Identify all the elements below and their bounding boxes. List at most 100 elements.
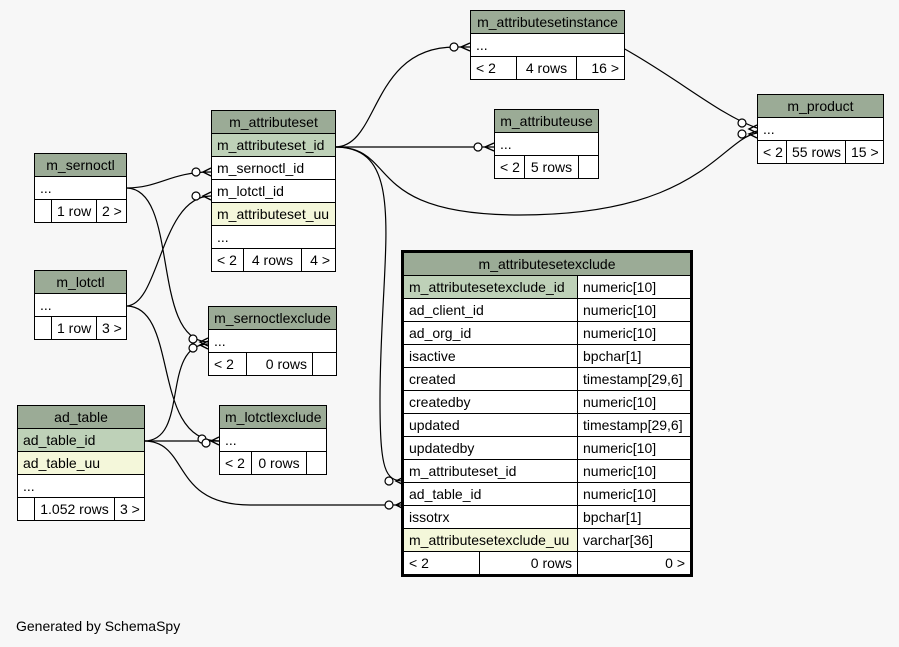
- edge-lotctl-attributeset: [125, 195, 212, 307]
- table-m-attributesetexclude[interactable]: m_attributesetexclude m_attributesetexcl…: [400, 250, 694, 577]
- table-title[interactable]: m_sernoctlexclude: [208, 306, 337, 330]
- edge-sernoctl-sernoctlexclude: [125, 187, 209, 343]
- column-name[interactable]: updatedby: [403, 436, 578, 460]
- parents-count[interactable]: < 2: [208, 352, 247, 376]
- column-name[interactable]: m_attributesetexclude_uu: [403, 528, 578, 552]
- row-count: 0 rows: [251, 451, 307, 475]
- row-count: 4 rows: [516, 56, 577, 80]
- children-count: [312, 352, 337, 376]
- edge-attributesetinstance-product: [622, 47, 758, 129]
- column-name[interactable]: created: [403, 367, 578, 391]
- row-count: 1 row: [51, 199, 97, 223]
- column-name[interactable]: ad_client_id: [403, 298, 578, 322]
- children-count[interactable]: 2 >: [95, 199, 128, 223]
- row-count: 1.052 rows: [34, 497, 115, 521]
- children-count[interactable]: 16 >: [575, 56, 626, 80]
- table-title[interactable]: m_attributesetinstance: [469, 10, 626, 34]
- table-m-attributeset[interactable]: m_attributeset m_attributeset_id m_serno…: [210, 110, 337, 272]
- column-type: numeric[10]: [576, 459, 692, 483]
- parents-count[interactable]: < 2: [211, 248, 244, 272]
- table-m-lotctl[interactable]: m_lotctl ... 1 row 3 >: [33, 270, 128, 340]
- more-columns: ...: [218, 428, 328, 452]
- table-title[interactable]: m_attributeset: [210, 110, 337, 134]
- column-type: numeric[10]: [576, 321, 692, 345]
- column-type: bpchar[1]: [576, 505, 692, 529]
- parents-count: [34, 316, 52, 340]
- parents-count[interactable]: < 2: [470, 56, 517, 80]
- more-columns: ...: [210, 225, 337, 249]
- column-name[interactable]: ad_org_id: [403, 321, 578, 345]
- edge-lotctl-lotctlexclude: [125, 305, 220, 442]
- parents-count: [34, 199, 52, 223]
- column-m-sernoctl-id[interactable]: m_sernoctl_id: [210, 156, 337, 180]
- row-count: 4 rows: [243, 248, 302, 272]
- parents-count: [17, 497, 35, 521]
- column-name[interactable]: issotrx: [403, 505, 578, 529]
- parents-count[interactable]: < 2: [403, 551, 480, 575]
- table-m-sernoctl[interactable]: m_sernoctl ... 1 row 2 >: [33, 153, 128, 223]
- column-m-lotctl-id[interactable]: m_lotctl_id: [210, 179, 337, 203]
- table-m-lotctlexclude[interactable]: m_lotctlexclude ... < 2 0 rows: [218, 405, 328, 475]
- more-columns: ...: [33, 293, 128, 317]
- column-type: numeric[10]: [576, 298, 692, 322]
- row-count: 1 row: [51, 316, 97, 340]
- more-columns: ...: [16, 474, 146, 498]
- children-count: [577, 155, 600, 179]
- more-columns: ...: [493, 132, 600, 156]
- table-m-sernoctlexclude[interactable]: m_sernoctlexclude ... < 2 0 rows: [208, 306, 337, 376]
- edge-attributeset-product: [334, 132, 758, 216]
- column-name[interactable]: updated: [403, 413, 578, 437]
- parents-count[interactable]: < 2: [757, 140, 787, 164]
- table-title[interactable]: m_attributesetexclude: [402, 252, 692, 276]
- column-type: numeric[10]: [576, 390, 692, 414]
- children-count: [305, 451, 328, 475]
- edge-attributeset-attributesetinstance: [334, 46, 470, 148]
- table-m-attributeuse[interactable]: m_attributeuse ... < 2 5 rows: [493, 109, 600, 179]
- more-columns: ...: [757, 117, 884, 141]
- row-count: 55 rows: [786, 140, 846, 164]
- column-ad-table-uu[interactable]: ad_table_uu: [16, 451, 146, 475]
- column-name[interactable]: m_attributesetexclude_id: [403, 275, 578, 299]
- more-columns: ...: [33, 176, 128, 200]
- column-type: timestamp[29,6]: [576, 413, 692, 437]
- edge-adtable-attributesetexclude: [143, 440, 404, 506]
- column-m-attributeset-uu[interactable]: m_attributeset_uu: [210, 202, 337, 226]
- footer-credit: Generated by SchemaSpy: [16, 618, 181, 634]
- column-type: varchar[36]: [576, 528, 692, 552]
- table-m-product[interactable]: m_product ... < 2 55 rows 15 >: [757, 94, 884, 164]
- table-title[interactable]: m_product: [757, 94, 884, 118]
- table-title[interactable]: m_lotctlexclude: [218, 405, 328, 429]
- row-count: 0 rows: [246, 352, 313, 376]
- edge-attributeset-attributesetexclude: [334, 146, 405, 482]
- column-name[interactable]: createdby: [403, 390, 578, 414]
- table-title[interactable]: m_lotctl: [33, 270, 128, 294]
- children-count[interactable]: 15 >: [845, 140, 884, 164]
- table-title[interactable]: m_sernoctl: [33, 153, 128, 177]
- column-type: numeric[10]: [576, 482, 692, 506]
- column-name[interactable]: ad_table_id: [403, 482, 578, 506]
- column-m-attributeset-id[interactable]: m_attributeset_id: [210, 133, 337, 157]
- table-title[interactable]: ad_table: [16, 405, 146, 429]
- children-count[interactable]: 3 >: [95, 316, 128, 340]
- column-type: numeric[10]: [576, 275, 692, 299]
- children-count[interactable]: 0 >: [576, 551, 692, 575]
- children-count[interactable]: 3 >: [113, 497, 146, 521]
- more-columns: ...: [208, 329, 337, 353]
- column-name[interactable]: isactive: [403, 344, 578, 368]
- table-ad-table[interactable]: ad_table ad_table_id ad_table_uu ... 1.0…: [16, 405, 146, 521]
- column-type: timestamp[29,6]: [576, 367, 692, 391]
- column-ad-table-id[interactable]: ad_table_id: [16, 428, 146, 452]
- column-type: bpchar[1]: [576, 344, 692, 368]
- more-columns: ...: [469, 33, 626, 57]
- row-count: 5 rows: [524, 155, 579, 179]
- children-count[interactable]: 4 >: [300, 248, 337, 272]
- row-count: 0 rows: [479, 551, 578, 575]
- column-name[interactable]: m_attributeset_id: [403, 459, 578, 483]
- parents-count[interactable]: < 2: [494, 155, 525, 179]
- parents-count[interactable]: < 2: [219, 451, 252, 475]
- edge-adtable-sernoctlexclude: [143, 343, 209, 442]
- column-type: numeric[10]: [576, 436, 692, 460]
- table-m-attributesetinstance[interactable]: m_attributesetinstance ... < 2 4 rows 16…: [469, 10, 626, 80]
- table-title[interactable]: m_attributeuse: [493, 109, 600, 133]
